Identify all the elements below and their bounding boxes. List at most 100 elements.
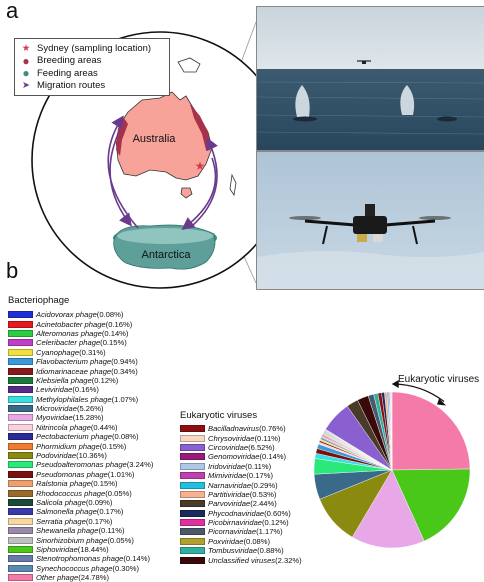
entry-name: Stenotrophomonas phage — [36, 554, 123, 563]
color-swatch — [8, 349, 33, 356]
entry-name: Iridoviridae — [208, 462, 245, 471]
color-swatch — [8, 443, 33, 450]
entry-name: Chrysoviridae — [208, 434, 254, 443]
entry-name: Bacilladnavirus — [208, 424, 259, 433]
legend-entry: Siphoviridae (18.44%) — [8, 545, 153, 554]
entry-percent: (0.08%) — [243, 537, 270, 546]
entry-percent: (0.34%) — [111, 367, 138, 376]
entry-name: Synechococcus phage — [36, 564, 112, 573]
legend-entry: Chrysoviridae (0.11%) — [180, 433, 302, 442]
entry-name: Nitrincola phage — [36, 423, 91, 432]
entry-percent: (0.17%) — [86, 517, 113, 526]
entry-percent: (3.24%) — [127, 460, 154, 469]
entry-name: Pectobacterium phage — [36, 432, 112, 441]
legend-entry: Sinorhizobium phage (0.05%) — [8, 535, 153, 544]
color-swatch — [8, 574, 33, 581]
legend-entry: Klebsiella phage (0.12%) — [8, 376, 153, 385]
color-swatch — [180, 538, 205, 545]
entry-percent: (2.32%) — [275, 556, 302, 565]
entry-name: Rhodococcus phage — [36, 489, 105, 498]
color-swatch — [8, 471, 33, 478]
entry-percent: (0.11%) — [254, 434, 280, 443]
entry-name: Pseudoalteromonas phage — [36, 460, 127, 469]
legend-entry: Salicola phage (0.09%) — [8, 498, 153, 507]
pie-slice — [392, 392, 470, 470]
color-swatch — [8, 537, 33, 544]
star-icon: ★ — [19, 43, 33, 54]
bacteriophage-legend: Acidovorax phage (0.08%)Acinetobacter ph… — [8, 310, 153, 582]
entry-percent: (0.08%) — [97, 310, 124, 319]
entry-name: Other phage — [36, 573, 78, 582]
whale-blow-illustration — [257, 7, 484, 150]
eukaryotic-legend: Bacilladnavirus (0.76%)Chrysoviridae (0.… — [180, 424, 302, 565]
bacteriophage-title: Bacteriophage — [8, 295, 69, 306]
color-swatch — [8, 330, 33, 337]
color-swatch — [180, 482, 205, 489]
color-swatch — [8, 405, 33, 412]
legend-entry: Acinetobacter phage (0.16%) — [8, 319, 153, 328]
color-swatch — [8, 508, 33, 515]
color-swatch — [8, 518, 33, 525]
entry-percent: (0.15%) — [100, 338, 127, 347]
entry-percent: (2.44%) — [250, 499, 277, 508]
color-swatch — [8, 386, 33, 393]
legend-entry: Phycodnaviridae (0.60%) — [180, 509, 302, 518]
color-swatch — [8, 546, 33, 553]
entry-percent: (0.14%) — [102, 329, 129, 338]
color-swatch — [8, 452, 33, 459]
entry-name: Unclassified viruses — [208, 556, 275, 565]
color-swatch — [180, 491, 205, 498]
entry-percent: (0.15%) — [100, 442, 127, 451]
legend-entry: Iridoviridae (0.11%) — [180, 462, 302, 471]
color-swatch — [180, 547, 205, 554]
color-swatch — [180, 519, 205, 526]
australia-label: Australia — [133, 133, 177, 145]
entry-percent: (0.14%) — [123, 554, 150, 563]
antarctica-label: Antarctica — [142, 249, 192, 261]
color-swatch — [8, 480, 33, 487]
color-swatch — [8, 368, 33, 375]
entry-name: Mimiviridae — [208, 471, 246, 480]
legend-item-breeding: ● Breeding areas — [19, 55, 165, 68]
drone-illustration — [257, 152, 484, 289]
legend-entry: Bacilladnavirus (0.76%) — [180, 424, 302, 433]
legend-entry: Partitiviridae (0.53%) — [180, 490, 302, 499]
entry-percent: (0.76%) — [259, 424, 286, 433]
legend-item-migration: ➤ Migration routes — [19, 80, 165, 93]
color-swatch — [8, 527, 33, 534]
entry-percent: (0.44%) — [91, 423, 118, 432]
entry-percent: (1.01%) — [108, 470, 135, 479]
legend-item-sydney: ★ Sydney (sampling location) — [19, 42, 165, 55]
color-swatch — [180, 500, 205, 507]
entry-name: Klebsiella phage — [36, 376, 92, 385]
color-swatch — [180, 557, 205, 564]
entry-percent: (0.12%) — [262, 518, 289, 527]
eukaryotic-title: Eukaryotic viruses — [180, 410, 257, 421]
legend-entry: Pectobacterium phage (0.08%) — [8, 432, 153, 441]
entry-percent: (0.12%) — [92, 376, 119, 385]
entry-percent: (0.17%) — [97, 507, 124, 516]
color-swatch — [180, 463, 205, 470]
legend-entry: Parvoviridae (2.44%) — [180, 499, 302, 508]
entry-name: Leviviridae — [36, 385, 72, 394]
entry-name: Parvoviridae — [208, 499, 250, 508]
drone-photo — [256, 151, 484, 290]
legend-entry: Shewanella phage (0.11%) — [8, 526, 153, 535]
color-swatch — [8, 311, 33, 318]
entry-percent: (24.78%) — [78, 573, 109, 582]
legend-entry: Myoviridae (15.28%) — [8, 413, 153, 422]
color-swatch — [8, 555, 33, 562]
legend-entry: Nitrincola phage (0.44%) — [8, 423, 153, 432]
entry-percent: (0.17%) — [246, 471, 273, 480]
color-swatch — [8, 499, 33, 506]
entry-name: Shewanella phage — [36, 526, 99, 535]
entry-percent: (0.30%) — [112, 564, 139, 573]
legend-entry: Phormidium phage (0.15%) — [8, 441, 153, 450]
entry-name: Genomoviridae — [208, 452, 260, 461]
entry-percent: (0.05%) — [107, 536, 134, 545]
entry-name: Celeribacter phage — [36, 338, 100, 347]
entry-percent: (6.52%) — [248, 443, 275, 452]
pie-annotation-label: Eukaryotic viruses — [398, 374, 479, 385]
entry-name: Flavobacterium phage — [36, 357, 111, 366]
color-swatch — [8, 396, 33, 403]
